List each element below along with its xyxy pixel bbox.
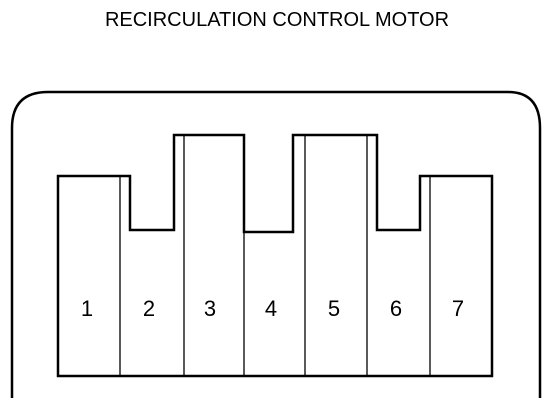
pin-label-6: 6 (390, 296, 402, 321)
pin-label-4: 4 (265, 296, 277, 321)
connector-housing (10, 90, 542, 398)
terminal-outline (56, 133, 494, 378)
pin-label-3: 3 (204, 296, 216, 321)
diagram-title: RECIRCULATION CONTROL MOTOR (105, 9, 449, 31)
pin-label-2: 2 (143, 296, 155, 321)
pin-label-1: 1 (81, 296, 93, 321)
pin-label-7: 7 (452, 296, 464, 321)
pin-label-5: 5 (328, 296, 340, 321)
